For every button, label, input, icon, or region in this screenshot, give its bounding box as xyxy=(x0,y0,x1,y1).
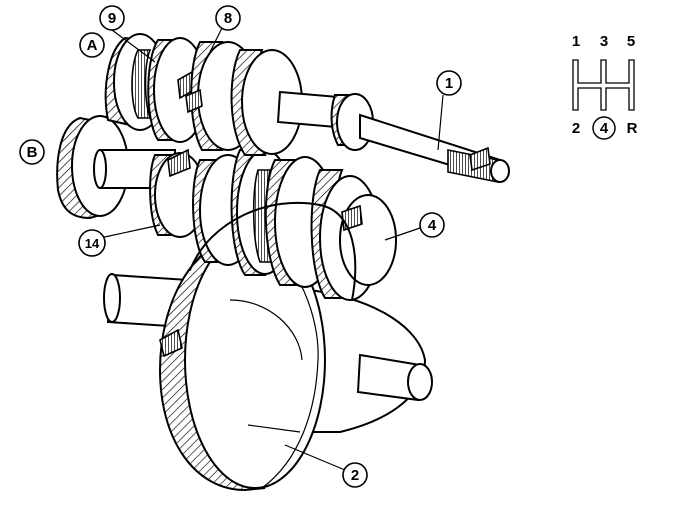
shift-gear-5: 5 xyxy=(627,33,635,50)
callout-b: B xyxy=(19,139,45,165)
callout-4: 4 xyxy=(419,212,445,238)
callout-2-label: 2 xyxy=(351,467,359,484)
callout-2: 2 xyxy=(342,462,368,488)
output-shaft-right xyxy=(356,353,433,402)
callout-8: 8 xyxy=(215,5,241,31)
callout-4-label: 4 xyxy=(428,217,437,234)
shift-gear-4: 4 xyxy=(600,120,609,137)
callout-a-label: A xyxy=(87,37,98,54)
callout-1: 1 xyxy=(436,70,462,96)
shift-gear-2: 2 xyxy=(572,120,580,137)
power-flow-line xyxy=(189,201,357,301)
callout-9: 9 xyxy=(99,5,125,31)
layshaft-b xyxy=(56,115,176,220)
callout-9-label: 9 xyxy=(108,10,116,27)
mainshaft-a xyxy=(104,33,510,183)
callout-14: 14 xyxy=(78,229,106,257)
callout-b-label: B xyxy=(27,144,38,161)
callout-8-label: 8 xyxy=(224,10,232,27)
callout-a: A xyxy=(79,32,105,58)
gear-4 xyxy=(339,194,397,286)
shift-gear-1: 1 xyxy=(572,33,580,50)
shift-gate xyxy=(572,59,635,111)
callout-14-label: 14 xyxy=(85,236,100,251)
shift-pattern: 1 3 5 2 4 R xyxy=(572,33,638,140)
callout-1-label: 1 xyxy=(445,75,453,92)
layshaft-gear-cluster xyxy=(192,149,381,301)
shift-gear-r: R xyxy=(627,120,638,137)
shift-gear-3: 3 xyxy=(600,33,608,50)
shift-gear-4-ring xyxy=(592,116,616,140)
callout-leaders xyxy=(99,27,444,471)
crown-wheel-arrow xyxy=(159,328,183,358)
